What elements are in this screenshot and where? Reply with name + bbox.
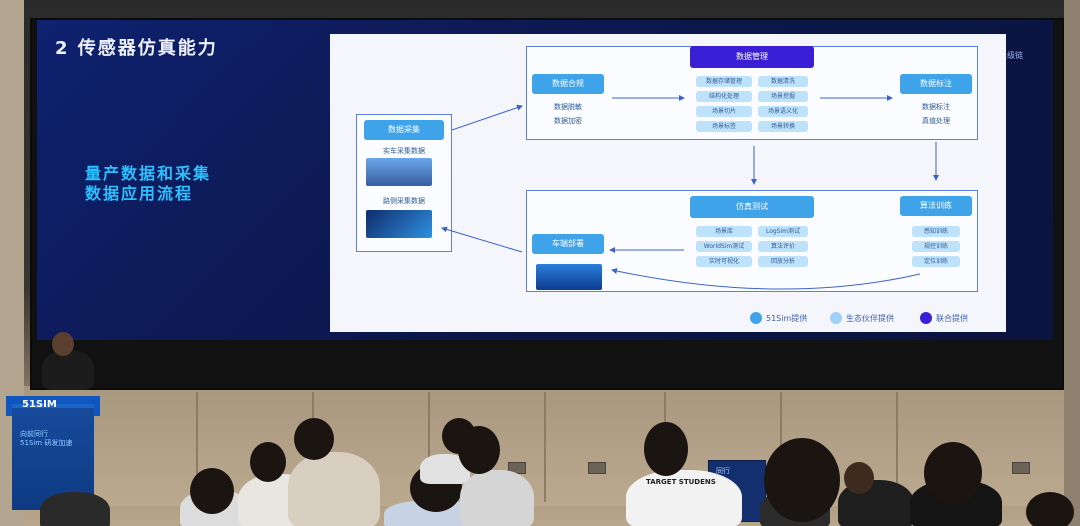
presentation-slide: 2 传感器仿真能力 量产数据和采集 数据应用流程 星级链 数据采集 实车采集数据… [37, 20, 1053, 340]
side-text-line1: 量产数据和采集 [85, 164, 212, 183]
audience-head [1026, 492, 1074, 526]
audience-member [626, 470, 742, 526]
labeling-item2: 真值处理 [922, 117, 950, 125]
sim-test-item: 回放分析 [758, 256, 808, 267]
side-text-line2: 数据应用流程 [85, 184, 194, 203]
compliance-item1: 数据脱敏 [554, 103, 582, 111]
roadside-data-photo [366, 210, 432, 238]
wall-seam [544, 392, 546, 502]
audience-head [190, 468, 234, 514]
podium-line1: 向前同行 [20, 430, 48, 438]
collect-item2: 路侧采集数据 [383, 197, 425, 205]
shirt-text: TARGET STUDENS [646, 478, 716, 486]
vehicle-photo [536, 264, 602, 290]
legend-label: 生态伙伴提供 [846, 313, 894, 323]
management-item: 场景语义化 [758, 106, 808, 117]
algo-title: 算法训练 [900, 196, 972, 216]
legend-item1: 51Sim提供 [750, 312, 807, 324]
management-title: 数据管理 [690, 46, 814, 68]
audience-head [458, 426, 500, 474]
collect-title: 数据采集 [364, 120, 444, 140]
wall-seam [896, 392, 898, 502]
sim-test-title: 仿真测试 [690, 196, 814, 218]
audience-head [644, 422, 688, 476]
management-item: 场景标签 [696, 121, 752, 132]
flow-diagram: 数据采集 实车采集数据 路侧采集数据 数据合规 数据脱敏 数据加密 数据管理 数… [330, 34, 1006, 332]
collect-item1: 实车采集数据 [383, 147, 425, 155]
legend-label: 51Sim提供 [766, 313, 808, 323]
management-item: 场景转换 [758, 121, 808, 132]
legend-dot [750, 312, 762, 324]
management-item: 数据存储管理 [696, 76, 752, 87]
legend-item3: 联合提供 [920, 312, 968, 324]
speaker-head [52, 332, 74, 356]
management-item: 场景切片 [696, 106, 752, 117]
wall-seam [196, 392, 198, 502]
sim-test-item: 实时可视化 [696, 256, 752, 267]
deploy-title: 车端部署 [532, 234, 604, 254]
audience-member [40, 492, 110, 526]
wall-seam [428, 392, 430, 502]
speaker [42, 350, 94, 390]
legend-dot [920, 312, 932, 324]
labeling-title: 数据标注 [900, 74, 972, 94]
poster-text: 同行 [716, 467, 730, 475]
audience-head [924, 442, 982, 504]
algo-item: 规控训练 [912, 241, 960, 252]
sim-test-item: LogSim测试 [758, 226, 808, 237]
corner-brand: 星级链 [999, 51, 1023, 60]
audience-head [294, 418, 334, 460]
sim-test-item: 算法评价 [758, 241, 808, 252]
compliance-item2: 数据加密 [554, 117, 582, 125]
legend-label: 联合提供 [936, 313, 968, 323]
wall-outlet [1012, 462, 1030, 474]
audience-member [288, 452, 380, 526]
compliance-title: 数据合规 [532, 74, 604, 94]
legend-dot [830, 312, 842, 324]
audience-head [844, 462, 874, 494]
podium-line2: 51Sim 研发加速 [20, 439, 73, 447]
audience-head [250, 442, 286, 482]
right-wall [1064, 0, 1080, 526]
car-data-photo [366, 158, 432, 186]
algo-item: 定位训练 [912, 256, 960, 267]
management-item: 场景挖掘 [758, 91, 808, 102]
podium-text: 向前同行 51Sim 研发加速 [20, 430, 80, 448]
audience-head [764, 438, 840, 522]
slide-title: 2 传感器仿真能力 [55, 38, 218, 59]
management-item: 数据清洗 [758, 76, 808, 87]
algo-item: 感知训练 [912, 226, 960, 237]
flow-arrows [441, 95, 939, 290]
audience-member [460, 470, 534, 526]
management-item: 结构化处理 [696, 91, 752, 102]
sim-test-item: 场景库 [696, 226, 752, 237]
podium-logo: 51SIM [22, 399, 57, 410]
labeling-item1: 数据标注 [922, 103, 950, 111]
legend-item2: 生态伙伴提供 [830, 312, 894, 324]
sim-test-item: WorldSim测试 [696, 241, 752, 252]
wall-outlet [588, 462, 606, 474]
